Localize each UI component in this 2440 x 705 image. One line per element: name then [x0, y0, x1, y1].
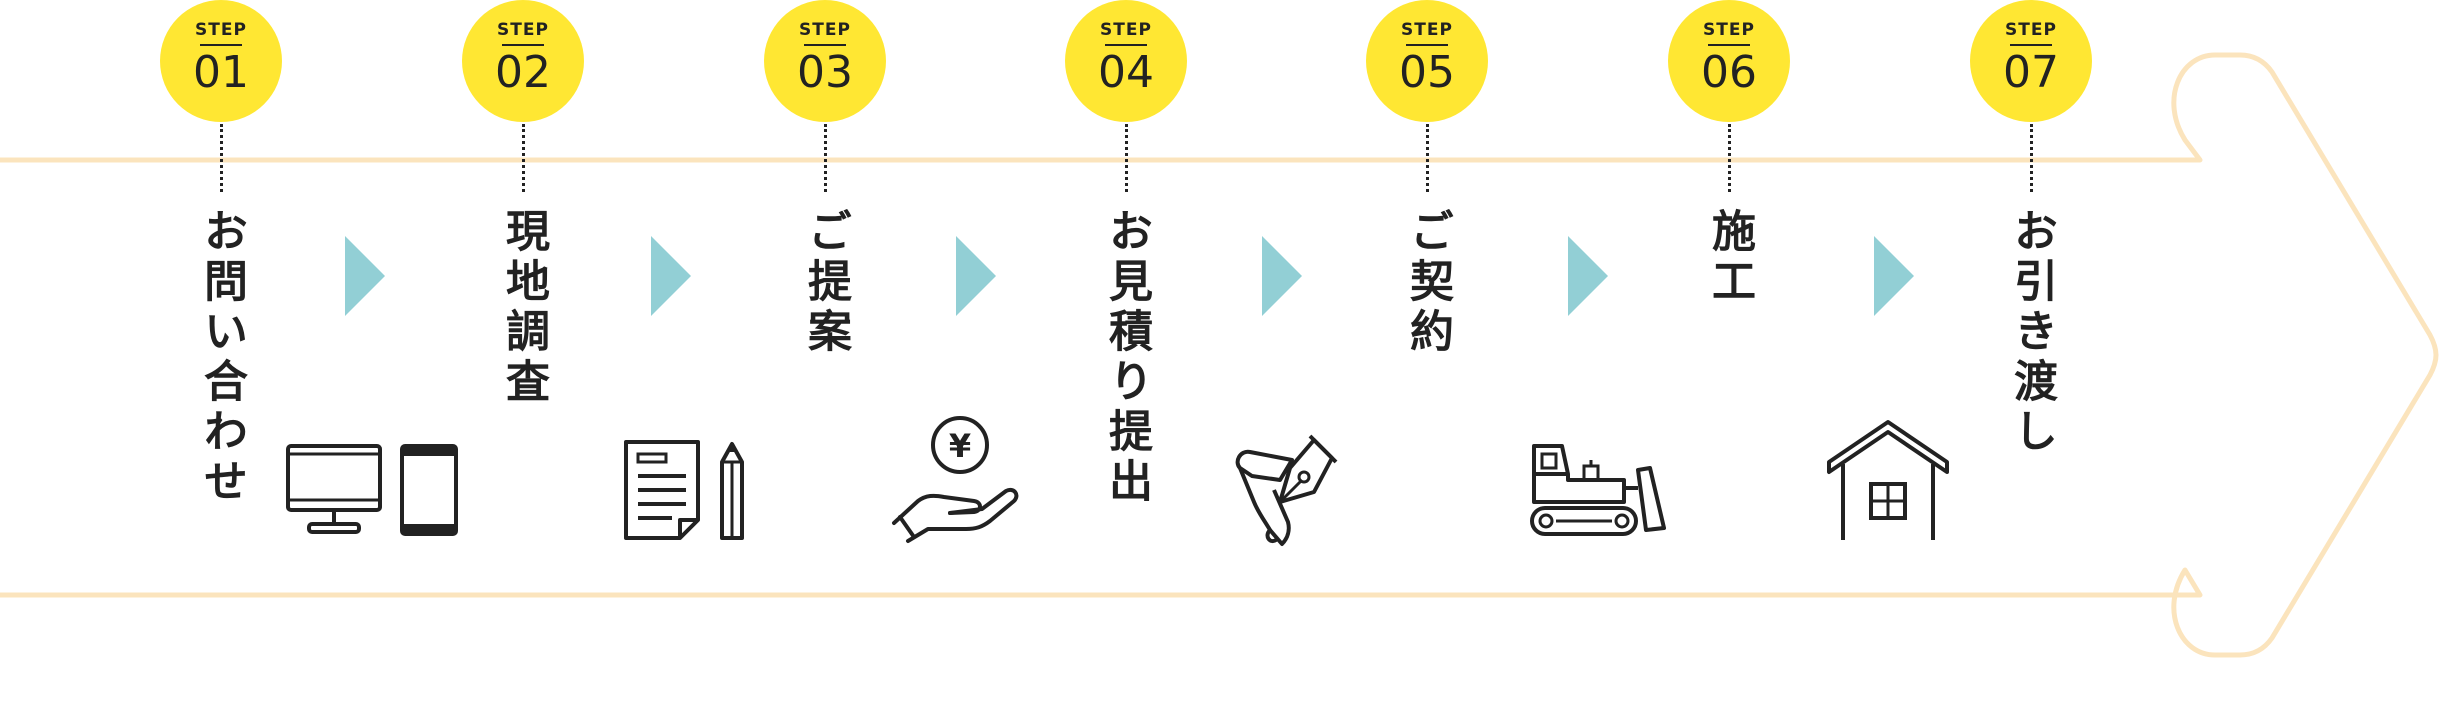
yen-coin-hand-icon: ¥	[892, 416, 1019, 543]
step-number: 03	[797, 47, 853, 98]
step-title: ご提案	[800, 208, 851, 358]
step-badge: STEP 06	[1668, 0, 1790, 122]
step-badge: STEP 07	[1970, 0, 2092, 122]
step-badge: STEP 01	[160, 0, 282, 122]
step-title: 施工	[1704, 208, 1755, 308]
step-title: 現地調査	[498, 208, 549, 408]
computer-and-tablet-icon	[286, 444, 458, 536]
badge-divider	[804, 44, 846, 46]
dotted-connector	[2030, 124, 2033, 192]
badge-divider	[1406, 44, 1448, 46]
step-1: STEP 01 お問い合わせ	[131, 0, 311, 705]
badge-divider	[502, 44, 544, 46]
document-and-pencil-icon	[624, 440, 744, 540]
step-5: STEP 05 ご契約	[1337, 0, 1517, 705]
dotted-connector	[1728, 124, 1731, 192]
step-label: STEP	[497, 20, 549, 40]
step-number: 06	[1701, 47, 1757, 98]
step-7: STEP 07 お引き渡し	[1941, 0, 2121, 705]
step-title: お問い合わせ	[196, 208, 247, 508]
step-6: STEP 06 施工	[1639, 0, 1819, 705]
step-badge: STEP 04	[1065, 0, 1187, 122]
dotted-connector	[824, 124, 827, 192]
fountain-pen-scroll-icon	[1235, 434, 1338, 546]
dotted-connector	[522, 124, 525, 192]
dotted-connector	[220, 124, 223, 192]
step-2: STEP 02 現地調査	[433, 0, 613, 705]
house-icon	[1827, 420, 1949, 540]
step-number: 04	[1098, 47, 1154, 98]
step-number: 05	[1399, 47, 1455, 98]
step-title: お見積り提出	[1101, 208, 1152, 508]
dotted-connector	[1426, 124, 1429, 192]
chevron-arrow-5	[1568, 236, 1608, 316]
chevron-arrow-1	[345, 236, 385, 316]
step-title: ご契約	[1402, 208, 1453, 358]
step-label: STEP	[1100, 20, 1152, 40]
step-number: 02	[495, 47, 551, 98]
step-4: STEP 04 お見積り提出	[1036, 0, 1216, 705]
step-number: 01	[193, 47, 249, 98]
step-badge: STEP 02	[462, 0, 584, 122]
step-label: STEP	[799, 20, 851, 40]
step-badge: STEP 05	[1366, 0, 1488, 122]
svg-text:¥: ¥	[949, 427, 971, 465]
badge-divider	[2010, 44, 2052, 46]
badge-divider	[1105, 44, 1147, 46]
dotted-connector	[1125, 124, 1128, 192]
step-label: STEP	[195, 20, 247, 40]
step-label: STEP	[1401, 20, 1453, 40]
bulldozer-icon	[1530, 444, 1666, 536]
step-label: STEP	[1703, 20, 1755, 40]
chevron-arrow-4	[1262, 236, 1302, 316]
chevron-arrow-3	[956, 236, 996, 316]
badge-divider	[1708, 44, 1750, 46]
badge-divider	[200, 44, 242, 46]
arrow-band-outline	[0, 52, 2439, 658]
step-3: STEP 03 ご提案	[735, 0, 915, 705]
step-number: 07	[2003, 47, 2059, 98]
step-label: STEP	[2005, 20, 2057, 40]
chevron-arrow-6	[1874, 236, 1914, 316]
step-title: お引き渡し	[2006, 208, 2057, 458]
step-badge: STEP 03	[764, 0, 886, 122]
chevron-arrow-2	[651, 236, 691, 316]
